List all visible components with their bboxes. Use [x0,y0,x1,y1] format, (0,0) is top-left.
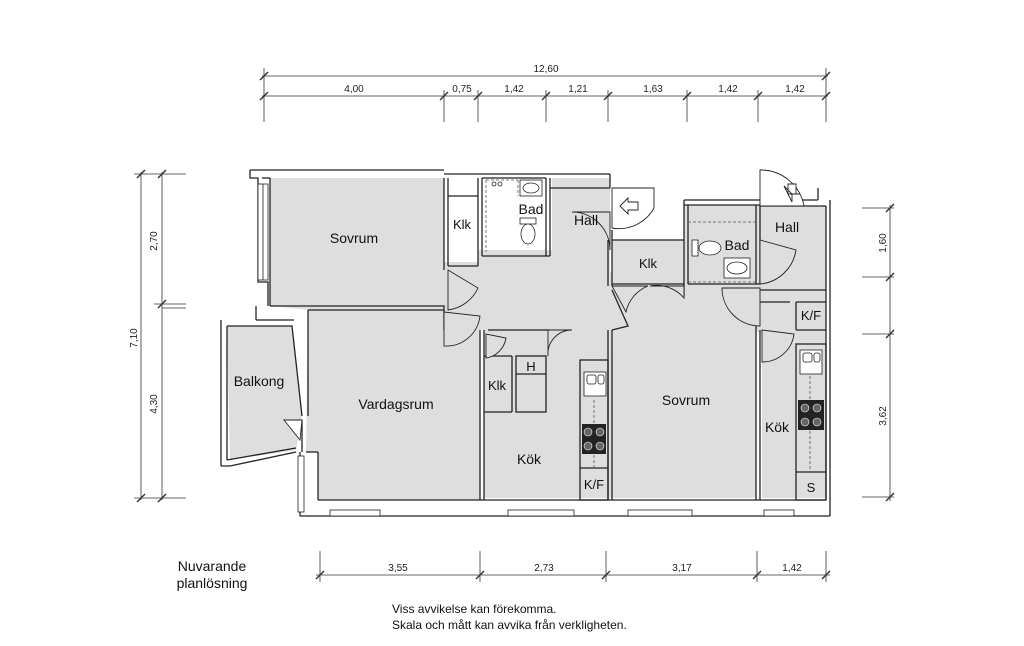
room-label-vardagsrum: Vardagsrum [358,396,433,412]
top-dim-6: 1,42 [718,84,738,95]
top-dim-1: 4,00 [344,84,364,95]
room-label-klk-2: Klk [639,256,658,271]
bottom-dimensions [315,551,831,582]
fixtures [491,179,823,397]
room-label-kf-2: K/F [584,477,604,492]
right-lower-dim: 3,62 [878,406,889,426]
plan-caption: Nuvarande planlösning [160,558,264,592]
bottom-dim-4: 1,42 [782,563,802,574]
room-label-hall-2: Hall [775,219,799,235]
top-dim-5: 1,63 [643,84,663,95]
plan-caption-line-1: Nuvarande [177,558,247,574]
room-label-kok-2: Kök [765,419,790,435]
disclaimer-line-2: Skala och mått kan avvika från verklighe… [392,618,627,632]
top-dimensions [259,68,831,122]
top-dim-2: 0,75 [452,84,472,95]
room-label-kf-1: K/F [801,308,821,323]
room-label-sovrum-1: Sovrum [330,230,378,246]
top-dim-7: 1,42 [785,84,805,95]
room-label-h: H [526,359,535,374]
bottom-dim-3: 3,17 [672,563,692,574]
room-label-klk-3: Klk [488,378,507,393]
stoves [582,400,824,454]
left-dimensions [134,169,186,503]
right-dimensions [862,203,895,502]
left-total-dim: 7,10 [129,328,140,348]
left-upper-dim: 2,70 [149,231,160,251]
room-label-klk-1: Klk [453,217,472,232]
bottom-dim-2: 2,73 [534,563,554,574]
right-upper-dim: 1,60 [878,233,889,253]
top-dim-4: 1,21 [568,84,588,95]
plan-caption-line-2: planlösning [176,575,248,591]
room-label-bad-1: Bad [519,201,544,217]
top-total-dim: 12,60 [533,64,558,75]
bottom-dim-1: 3,55 [388,563,408,574]
disclaimer-line-1: Viss avvikelse kan förekomma. [392,602,557,616]
windows [257,183,795,517]
room-label-sovrum-2: Sovrum [662,392,710,408]
left-lower-dim: 4,30 [149,394,160,414]
room-label-kok-1: Kök [517,451,542,467]
entry-arrows [619,183,800,216]
room-label-bad-2: Bad [725,237,750,253]
top-dim-3: 1,42 [504,84,524,95]
disclaimer: Viss avvikelse kan förekomma. Skala och … [392,601,627,633]
room-label-hall-1: Hall [574,212,598,228]
room-label-balkong: Balkong [234,373,285,389]
room-label-s: S [807,480,816,495]
dashed-lines [485,179,811,472]
